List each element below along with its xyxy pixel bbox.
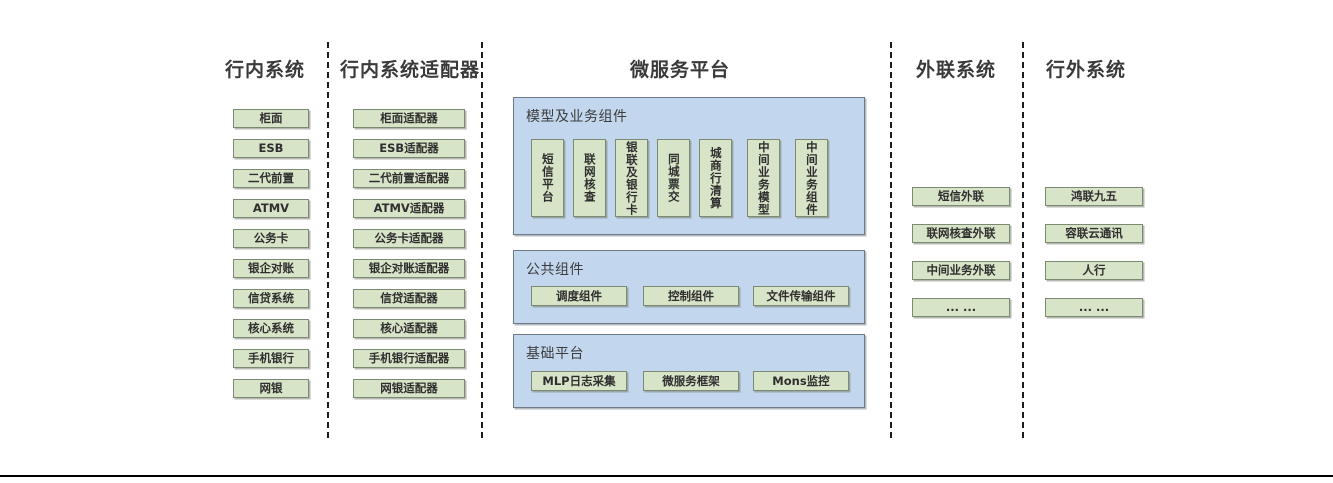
node-base-platform-component[interactable]: 微服务框架 xyxy=(643,371,739,391)
panel-label-common-components: 公共组件 xyxy=(526,262,584,278)
node-internal-adapter[interactable]: 核心适配器 xyxy=(353,319,465,338)
node-business-component[interactable]: 银联及银行卡 xyxy=(615,139,648,217)
panel-label-model-business-components: 模型及业务组件 xyxy=(526,109,628,125)
panel-label-base-platform: 基础平台 xyxy=(526,346,584,362)
node-internal-adapter[interactable]: 网银适配器 xyxy=(353,379,465,398)
node-base-platform-component[interactable]: MLP日志采集 xyxy=(531,371,627,391)
node-internal-system[interactable]: 银企对账 xyxy=(233,259,309,278)
node-internal-adapter[interactable]: ATMV适配器 xyxy=(353,199,465,218)
node-common-component[interactable]: 文件传输组件 xyxy=(753,286,849,306)
node-internal-system[interactable]: 核心系统 xyxy=(233,319,309,338)
node-internal-adapter[interactable]: 信贷适配器 xyxy=(353,289,465,308)
node-internal-system[interactable]: 柜面 xyxy=(233,109,309,128)
node-business-component[interactable]: 城商行清算 xyxy=(699,139,732,217)
node-common-component[interactable]: 调度组件 xyxy=(531,286,627,306)
node-internal-adapter[interactable]: ESB适配器 xyxy=(353,139,465,158)
node-offbank-system[interactable]: 容联云通讯 xyxy=(1045,224,1143,243)
node-business-component[interactable]: 联网核查 xyxy=(573,139,606,217)
column-title-internal-systems: 行内系统 xyxy=(224,59,305,81)
node-internal-system[interactable]: 信贷系统 xyxy=(233,289,309,308)
column-title-offbank-systems: 行外系统 xyxy=(1045,59,1126,81)
node-internal-system[interactable]: 二代前置 xyxy=(233,169,309,188)
column-title-internal-adapters: 行内系统适配器 xyxy=(340,59,481,81)
node-offbank-system[interactable]: ... ... xyxy=(1045,298,1143,317)
node-internal-adapter[interactable]: 二代前置适配器 xyxy=(353,169,465,188)
node-business-component[interactable]: 中间业务组件 xyxy=(795,139,828,217)
node-external-liaison[interactable]: 短信外联 xyxy=(912,187,1010,206)
node-internal-system[interactable]: ESB xyxy=(233,139,309,158)
divider-1 xyxy=(327,42,329,438)
node-external-liaison[interactable]: ... ... xyxy=(912,298,1010,317)
node-internal-system[interactable]: 手机银行 xyxy=(233,349,309,368)
node-internal-adapter[interactable]: 手机银行适配器 xyxy=(353,349,465,368)
node-internal-adapter[interactable]: 公务卡适配器 xyxy=(353,229,465,248)
divider-3 xyxy=(890,42,892,438)
column-title-external-liaison: 外联系统 xyxy=(915,59,996,81)
node-offbank-system[interactable]: 人行 xyxy=(1045,261,1143,280)
node-internal-system[interactable]: 网银 xyxy=(233,379,309,398)
divider-4 xyxy=(1022,42,1024,438)
node-internal-adapter[interactable]: 银企对账适配器 xyxy=(353,259,465,278)
column-title-microservice-platform: 微服务平台 xyxy=(629,59,730,81)
node-base-platform-component[interactable]: Mons监控 xyxy=(753,371,849,391)
node-business-component[interactable]: 中间业务模型 xyxy=(747,139,780,217)
node-external-liaison[interactable]: 联网核查外联 xyxy=(912,224,1010,243)
node-external-liaison[interactable]: 中间业务外联 xyxy=(912,261,1010,280)
node-business-component[interactable]: 短信平台 xyxy=(531,139,564,217)
node-common-component[interactable]: 控制组件 xyxy=(643,286,739,306)
node-internal-system[interactable]: 公务卡 xyxy=(233,229,309,248)
divider-2 xyxy=(481,42,483,438)
node-internal-system[interactable]: ATMV xyxy=(233,199,309,218)
node-internal-adapter[interactable]: 柜面适配器 xyxy=(353,109,465,128)
node-offbank-system[interactable]: 鸿联九五 xyxy=(1045,187,1143,206)
bottom-rule xyxy=(0,475,1333,477)
node-business-component[interactable]: 同城票交 xyxy=(657,139,690,217)
